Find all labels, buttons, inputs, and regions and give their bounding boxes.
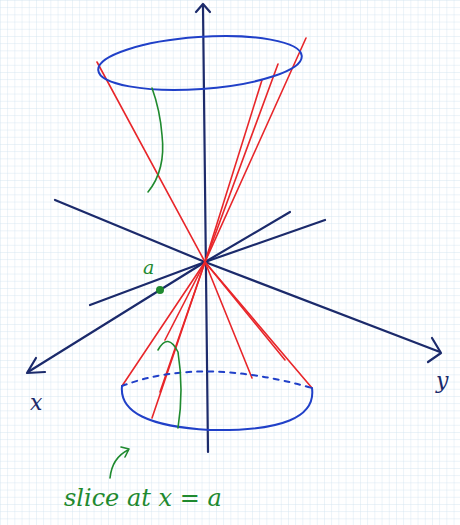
cone-lines: [97, 38, 312, 418]
cone-rims: [96, 30, 312, 430]
slice-curves: [110, 88, 181, 478]
z-arrow: [196, 4, 210, 12]
axis-label: x: [30, 392, 42, 414]
slice-note: slice at x = a: [64, 486, 222, 510]
axis-label: y: [436, 370, 448, 392]
point-label: a: [143, 258, 154, 277]
x-arrow: [27, 358, 45, 373]
z-axis: [203, 6, 208, 452]
point-a: [156, 286, 164, 294]
y-axis: [55, 200, 440, 352]
axes: [27, 4, 441, 452]
axis-stroke: [205, 220, 325, 262]
y-arrow: [428, 338, 441, 362]
